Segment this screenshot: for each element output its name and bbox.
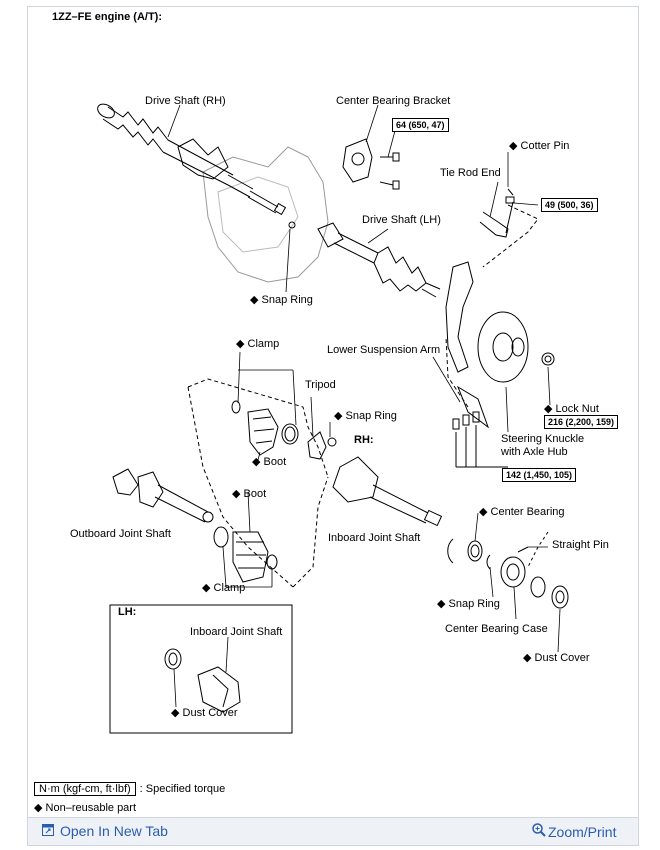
exploded-drive-shaft-diagram	[97, 103, 569, 734]
label-clamp-top: ◆ Clamp	[236, 338, 280, 350]
tripod-drawing	[307, 431, 337, 460]
label-steering-knuckle: Steering Knuckle	[501, 433, 585, 445]
label-lock-nut: ◆ Lock Nut	[544, 403, 599, 415]
center-bearing-bracket-drawing	[342, 138, 400, 190]
diagram-frame: 1ZZ–FE engine (A/T): Drive Shaft (RH) Ce…	[27, 6, 639, 818]
torque-suspension: 142 (1,450, 105)	[502, 468, 577, 482]
torque-tie-rod: 49 (500, 36)	[541, 198, 598, 212]
label-lower-suspension-arm: Lower Suspension Arm	[327, 344, 441, 356]
zoom-print-button[interactable]: Zoom/Print	[532, 823, 616, 840]
label-center-bearing-case: Center Bearing Case	[445, 623, 548, 635]
outboard-joint-shaft-drawing	[112, 468, 214, 523]
zoom-print-label: Zoom/Print	[548, 824, 617, 840]
section-rh: RH:	[354, 434, 374, 446]
torque-bracket: 64 (650, 47)	[392, 118, 449, 132]
label-snap-ring-top: ◆ Snap Ring	[250, 294, 313, 306]
legend-non-reusable: ◆ Non–reusable part	[34, 802, 137, 814]
open-new-tab-button[interactable]: Open In New Tab	[42, 823, 168, 839]
image-footer-bar: Open In New Tab Zoom/Print	[27, 818, 639, 846]
drive-shaft-rh-drawing	[97, 103, 287, 216]
label-center-bearing: ◆ Center Bearing	[479, 506, 565, 518]
label-snap-ring-bottom: ◆ Snap Ring	[437, 598, 500, 610]
label-inboard-joint-shaft-rh: Inboard Joint Shaft	[328, 532, 421, 544]
label-dust-cover-rh: ◆ Dust Cover	[523, 652, 590, 664]
label-outboard-joint-shaft: Outboard Joint Shaft	[70, 528, 171, 540]
label-clamp-bottom: ◆ Clamp	[202, 582, 246, 594]
label-straight-pin: Straight Pin	[552, 539, 609, 551]
tie-rod-end-drawing	[479, 188, 515, 238]
steering-knuckle-drawing	[445, 261, 555, 383]
label-dust-cover-lh: ◆ Dust Cover	[171, 707, 238, 719]
label-drive-shaft-lh: Drive Shaft (LH)	[362, 214, 441, 226]
label-snap-ring-mid: ◆ Snap Ring	[334, 410, 397, 422]
label-drive-shaft-rh: Drive Shaft (RH)	[145, 95, 226, 107]
diagram-title: 1ZZ–FE engine (A/T):	[52, 11, 162, 23]
boot-upper-drawing	[231, 400, 299, 456]
drive-shaft-lh-drawing	[288, 221, 441, 298]
magnifier-icon	[532, 823, 546, 840]
label-tie-rod-end: Tie Rod End	[440, 167, 501, 179]
open-new-tab-label: Open In New Tab	[60, 823, 168, 839]
legend-unit: N·m (kgf-cm, ft·lbf)	[34, 782, 136, 796]
legend-torque: N·m (kgf-cm, ft·lbf): Specified torque	[34, 782, 226, 796]
label-center-bearing-bracket: Center Bearing Bracket	[336, 95, 451, 107]
inboard-joint-shaft-rh-drawing	[332, 456, 443, 527]
label-cotter-pin: ◆ Cotter Pin	[509, 140, 570, 152]
label-boot-lower: ◆ Boot	[232, 488, 267, 500]
label-inboard-joint-shaft-lh: Inboard Joint Shaft	[190, 626, 283, 638]
legend-specified-torque: : Specified torque	[139, 783, 226, 795]
suspension-bolts-drawing	[452, 385, 508, 468]
lh-section-box	[109, 604, 293, 734]
label-axle-hub: with Axle Hub	[501, 446, 568, 458]
label-tripod: Tripod	[305, 379, 336, 391]
torque-lock-nut: 216 (2,200, 159)	[544, 415, 619, 429]
lh-parts-drawing	[164, 648, 241, 713]
open-new-tab-icon	[42, 823, 54, 839]
label-boot-upper: ◆ Boot	[252, 456, 287, 468]
section-lh: LH:	[118, 606, 137, 618]
